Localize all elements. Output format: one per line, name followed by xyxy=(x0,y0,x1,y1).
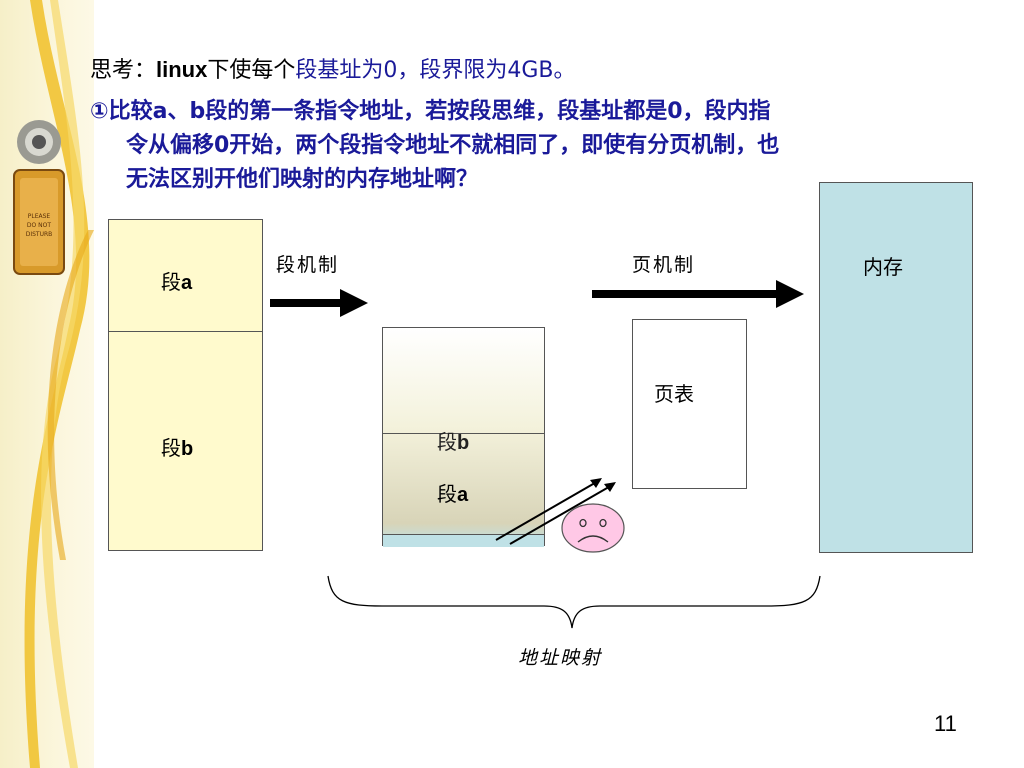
linear-address-box: 段b 段a xyxy=(382,327,545,547)
curly-brace-icon xyxy=(327,575,821,629)
svg-text:PLEASE: PLEASE xyxy=(28,213,51,220)
page-table-label: 页表 xyxy=(654,382,694,406)
thought-keyword: linux xyxy=(156,57,208,82)
question-line-1: ①比较a、b段的第一条指令地址，若按段思维，段基址都是0，段内指 xyxy=(90,99,771,124)
page-number: 11 xyxy=(934,711,957,736)
left-segment-b-label: 段b xyxy=(161,436,194,460)
svg-text:DO NOT: DO NOT xyxy=(27,222,51,229)
address-mapping-label: 地址映射 xyxy=(518,647,603,669)
question-line-3: 无法区别开他们映射的内存地址啊？ xyxy=(126,167,479,192)
thought-middle: 下使每个 xyxy=(207,58,296,83)
paging-mechanism-label: 页机制 xyxy=(632,254,696,276)
linear-segment-a-label: 段a xyxy=(437,482,469,506)
paging-arrow-icon xyxy=(592,280,804,308)
page-table-box: 页表 xyxy=(632,319,747,489)
door-hanger-icon: PLEASE DO NOT DISTURB xyxy=(13,120,65,275)
thought-prefix: 思考： xyxy=(90,58,157,83)
thought-line: 思考：linux下使每个段基址为0，段界限为4GB。 xyxy=(90,52,576,84)
left-segment-b-box: 段b xyxy=(108,331,263,551)
linear-bottom-band xyxy=(383,534,544,547)
left-segment-a-box: 段a xyxy=(108,219,263,332)
decor-swoosh xyxy=(24,0,94,768)
segment-arrow-icon xyxy=(270,289,368,317)
question-line-2: 令从偏移0开始，两个段指令地址不就相同了，即使有分页机制，也 xyxy=(126,133,780,158)
segment-mechanism-label: 段机制 xyxy=(276,254,340,276)
sad-face-icon xyxy=(561,503,625,553)
linear-divider xyxy=(383,433,544,434)
question-paragraph: ①比较a、b段的第一条指令地址，若按段思维，段基址都是0，段内指 令从偏移0开始… xyxy=(90,95,990,197)
svg-text:DISTURB: DISTURB xyxy=(26,231,53,238)
memory-label: 内存 xyxy=(863,255,903,279)
mapping-diagonal-arrow-icon xyxy=(495,478,616,545)
thought-rest: 段基址为0，段界限为4GB。 xyxy=(295,58,576,83)
left-segment-a-label: 段a xyxy=(161,270,193,294)
linear-segment-b-label: 段b xyxy=(437,430,470,454)
memory-box: 内存 xyxy=(819,182,973,553)
